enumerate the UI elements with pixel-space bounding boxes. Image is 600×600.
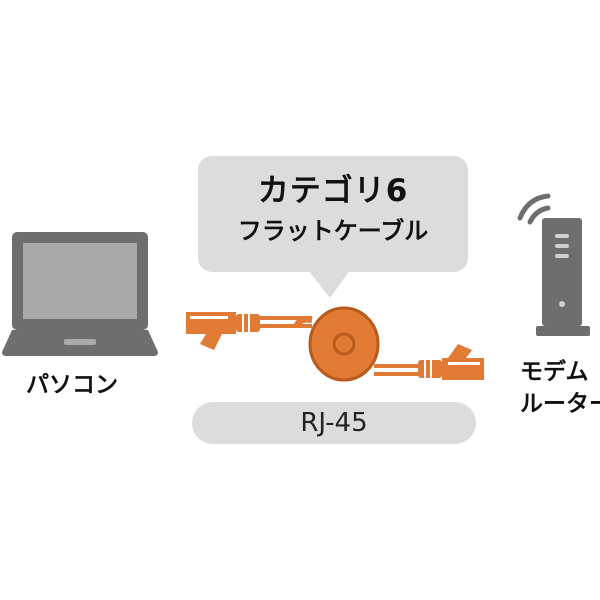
connector-pill xyxy=(192,402,476,444)
callout-bubble xyxy=(198,156,468,298)
router-label-line2: ルーター xyxy=(520,391,600,417)
router-icon xyxy=(536,218,590,336)
retractable-cable-icon xyxy=(186,306,484,382)
laptop-icon xyxy=(2,232,158,356)
laptop-label: パソコン xyxy=(26,372,118,398)
router-label: モデム ルーター xyxy=(520,356,600,420)
connector-label: RJ-45 xyxy=(300,408,368,438)
callout-subtitle: フラットケーブル xyxy=(237,217,429,245)
router-label-line1: モデム xyxy=(520,359,589,385)
wifi-signal-icon xyxy=(517,193,551,225)
callout-title: カテゴリ6 xyxy=(257,173,409,209)
